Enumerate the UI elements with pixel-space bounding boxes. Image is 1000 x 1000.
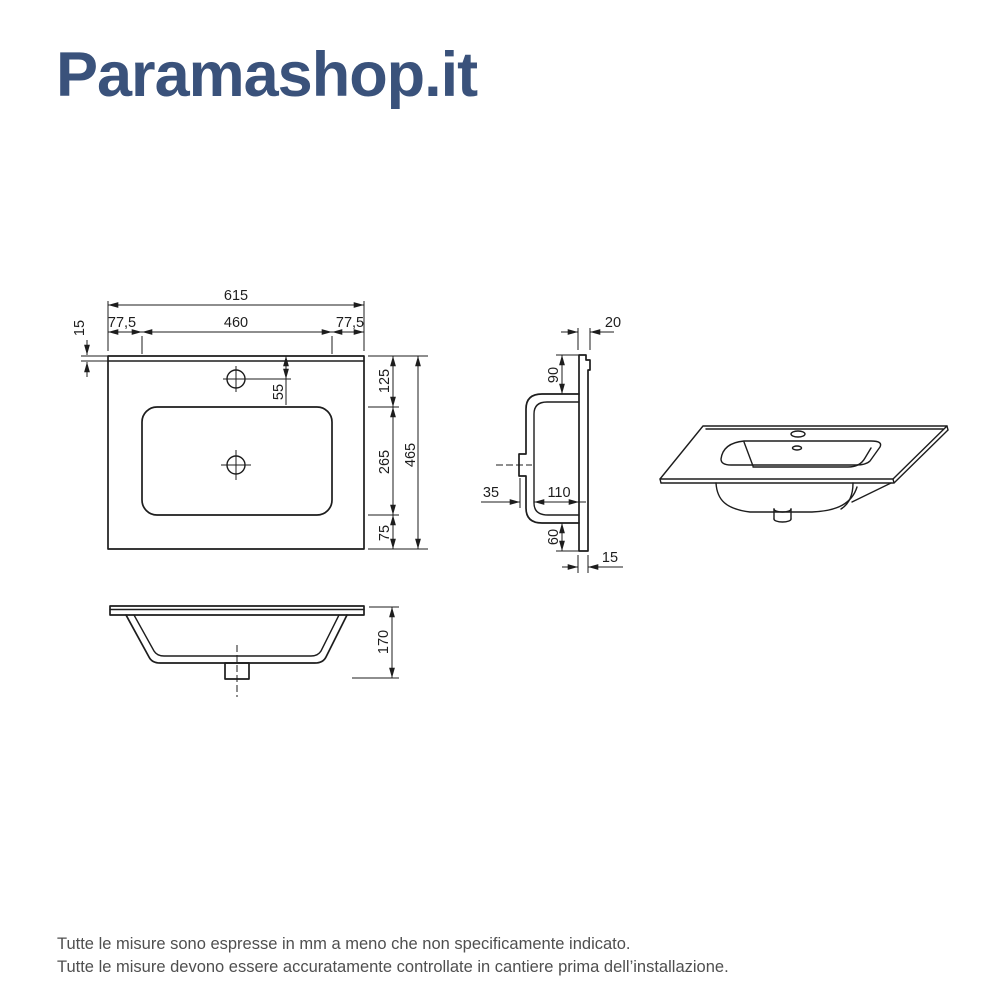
persp-slab-top xyxy=(659,425,948,480)
dim-basin-to-bottom: 60 xyxy=(546,529,562,545)
brand-logo: Paramashop.it xyxy=(56,40,478,110)
dim-back-ledge: 15 xyxy=(72,320,88,336)
dim-side-left: 77,5 xyxy=(108,315,136,331)
persp-faucet-hole xyxy=(790,430,806,438)
persp-overflow-hole xyxy=(791,445,803,451)
perspective-view xyxy=(659,425,949,523)
dim-faucet-centers: 460 xyxy=(224,315,248,331)
dim-side-right: 77,5 xyxy=(336,315,364,331)
dim-total-depth: 465 xyxy=(403,443,419,467)
side-panel xyxy=(578,354,591,552)
dim-total-height: 170 xyxy=(376,630,392,654)
dim-faucet-offset: 55 xyxy=(271,384,287,400)
drain-hole xyxy=(221,450,251,480)
side-view: 20 90 35 110 60 15 xyxy=(481,315,623,573)
footer-note-line1: Tutte le misure sono espresse in mm a me… xyxy=(57,935,631,953)
persp-right-edge xyxy=(893,429,949,484)
dim-drain-offset: 35 xyxy=(483,485,499,501)
persp-drain-stub xyxy=(773,508,792,523)
footer-note-line2: Tutte le misure devono essere accuratame… xyxy=(57,958,729,976)
plan-view: 615 77,5 460 77,5 15 55 xyxy=(72,288,428,550)
dim-total-width: 615 xyxy=(224,288,248,304)
dim-basin-inner-depth: 110 xyxy=(547,485,570,501)
persp-basin-slope xyxy=(743,441,754,467)
side-bowl-inner xyxy=(533,401,580,516)
persp-basin-rim xyxy=(720,440,882,466)
dim-top-to-basin: 90 xyxy=(546,367,562,383)
dim-top-thickness: 20 xyxy=(605,315,621,331)
dim-basin-to-front: 75 xyxy=(377,525,393,541)
dim-back-to-basin: 125 xyxy=(377,369,393,393)
faucet-hole xyxy=(223,366,291,392)
persp-bowl-underside xyxy=(715,482,858,513)
footer-notes: Tutte le misure sono espresse in mm a me… xyxy=(57,933,729,979)
front-view: 170 xyxy=(109,605,399,697)
persp-basin-floor xyxy=(752,447,872,468)
plan-basin-outline xyxy=(141,406,333,516)
front-top-slab xyxy=(109,605,365,616)
dim-basin-depth: 265 xyxy=(377,450,393,474)
dim-panel-thickness: 15 xyxy=(602,550,618,566)
plan-countertop-outline xyxy=(107,355,365,550)
side-bowl-outer xyxy=(518,393,580,524)
